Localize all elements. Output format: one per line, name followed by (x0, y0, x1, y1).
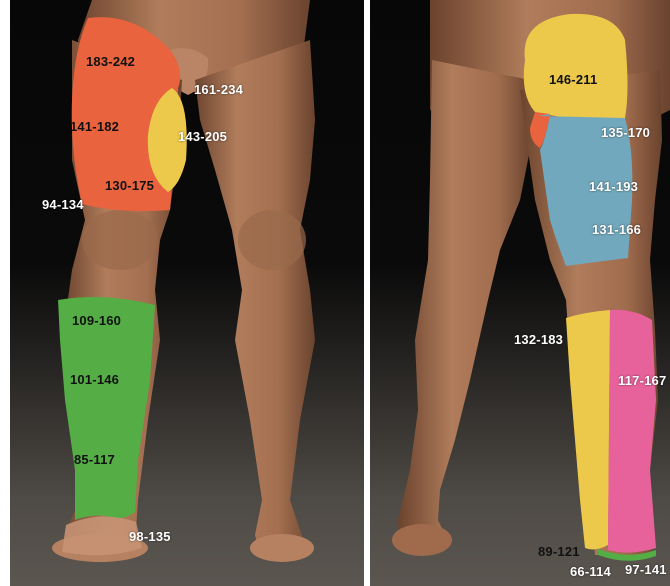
front-view-panel: 183-242 161-234 141-182 143-205 130-175 … (10, 0, 364, 586)
front-left-knee-skin (82, 210, 158, 270)
label-hamstring-lower: 131-166 (592, 223, 641, 236)
label-thigh-mid: 141-182 (70, 120, 119, 133)
back-view-figure (370, 0, 670, 586)
front-shin-green-zone (58, 297, 155, 520)
front-right-knee-skin (238, 210, 306, 270)
label-shin-upper: 109-160 (72, 314, 121, 327)
label-sole-outer: 97-141 (625, 563, 667, 576)
label-foot: 98-135 (129, 530, 171, 543)
label-shin-lower: 85-117 (74, 453, 115, 466)
label-hamstring-mid: 141-193 (589, 180, 638, 193)
back-view-panel: 146-211 135-170 141-193 131-166 132-183 … (370, 0, 670, 586)
label-inner-thigh: 143-205 (178, 130, 227, 143)
label-heel: 89-121 (538, 545, 580, 558)
front-view-figure (10, 0, 364, 586)
label-calf-medial: 132-183 (514, 333, 563, 346)
back-calf-pink-zone (608, 310, 656, 553)
front-right-foot-skin (250, 534, 314, 562)
label-sole-inner: 66-114 (570, 565, 611, 578)
label-hamstring-upper: 135-170 (601, 126, 650, 139)
label-groin: 161-234 (194, 83, 243, 96)
back-left-heel-skin (392, 524, 452, 556)
back-left-leg-skin (398, 60, 532, 548)
label-calf-lateral: 117-167 (618, 374, 666, 387)
back-buttock-yellow-zone (524, 14, 628, 119)
label-knee-lateral: 94-134 (42, 198, 84, 211)
label-shin-mid: 101-146 (70, 373, 119, 386)
front-right-leg-skin (195, 40, 315, 555)
label-thigh-top: 183-242 (86, 55, 135, 68)
label-above-knee: 130-175 (105, 179, 154, 192)
label-buttock: 146-211 (549, 73, 597, 86)
back-calf-yellow-zone (566, 310, 610, 549)
